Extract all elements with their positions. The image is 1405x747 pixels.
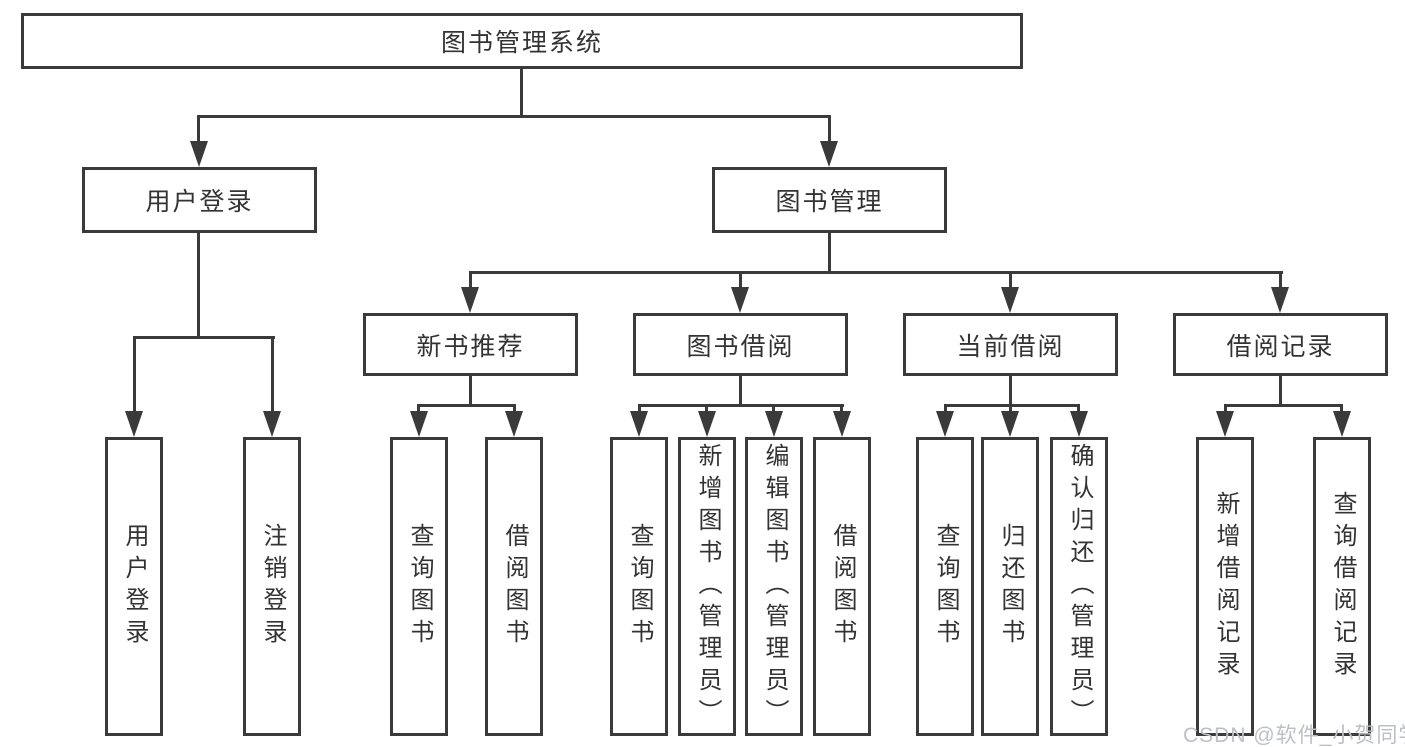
leaf-logout: 注销登录 [243,437,301,736]
node-label: 新书推荐 [416,332,525,361]
connector-tail-node [1009,274,1012,288]
leaf-label: 借阅图书 [829,522,856,651]
leaf-confirm-return-admin: 确认归还（管理员） [1050,437,1108,736]
leaf-label: 查询图书 [406,522,433,651]
arrow-down-icon [731,287,749,313]
connector-tail-leaf [1224,407,1227,412]
arrow-down-icon [505,411,523,437]
leaf-query-books-recommend: 查询图书 [390,437,448,736]
connector-rail [1224,404,1343,407]
leaf-label: 注销登录 [259,522,286,651]
connector-tail-leaf [513,407,516,412]
leaf-add-book-admin: 新增图书（管理员） [678,437,736,736]
leaf-label: 查询图书 [932,522,959,651]
arrow-down-icon [820,141,838,167]
arrow-down-icon [263,411,281,437]
connector-user-login-rail [133,336,275,339]
node-current-borrowing: 当前借阅 [903,313,1118,376]
connector-rail [417,404,516,407]
connector-root-stub [520,69,523,115]
leaf-label: 用户登录 [121,522,148,651]
arrow-down-icon [125,411,143,437]
connector-rail [944,404,1080,407]
arrow-down-icon [410,411,428,437]
node-book-borrowing: 图书借阅 [633,313,848,376]
arrow-down-icon [765,411,783,437]
node-borrowing-records: 借阅记录 [1173,313,1388,376]
node-library-management-system: 图书管理系统 [21,13,1023,69]
connector-tail-leaf [772,407,775,412]
node-label: 图书借阅 [686,332,795,361]
arrow-down-icon [1070,411,1088,437]
node-label: 借阅记录 [1226,332,1335,361]
node-book-management: 图书管理 [712,167,947,233]
leaf-user-login: 用户登录 [105,437,163,736]
watermark: CSDN @软件_小贺同学 [1183,724,1405,747]
arrow-down-icon [936,411,954,437]
connector-stub [1009,376,1012,407]
connector-tail-user-login [197,118,200,142]
node-label: 当前借阅 [956,332,1065,361]
node-label: 图书管理 [775,188,884,216]
arrow-down-icon [190,141,208,167]
leaf-label: 查询借阅记录 [1329,490,1356,683]
leaf-add-borrow-record: 新增借阅记录 [1196,437,1254,736]
connector-tail-leaf [1340,407,1343,412]
arrow-down-icon [698,411,716,437]
connector-stub [739,376,742,407]
node-new-book-recommendation: 新书推荐 [363,313,578,376]
node-user-login: 用户登录 [82,167,317,233]
leaf-query-borrow-record: 查询借阅记录 [1313,437,1371,736]
leaf-return-book: 归还图书 [981,437,1039,736]
connector-tail-book-management [828,118,831,142]
leaf-label: 借阅图书 [501,522,528,651]
connector-tail-leaf [944,407,947,412]
connector-user-login-stub [197,233,200,339]
leaf-label: 编辑图书（管理员） [761,442,788,731]
arrow-down-icon [1001,287,1019,313]
connector-tail-leaf [705,407,708,412]
leaf-query-books-current: 查询图书 [916,437,974,736]
leaf-borrow-books-recommend: 借阅图书 [485,437,543,736]
node-label: 用户登录 [145,188,254,216]
leaf-label: 查询图书 [626,522,653,651]
node-label: 图书管理系统 [440,29,603,57]
arrow-down-icon [1271,287,1289,313]
connector-tail-leaf [133,339,136,412]
leaf-label: 新增图书（管理员） [694,442,721,731]
arrow-down-icon [1216,411,1234,437]
arrow-down-icon [833,411,851,437]
connector-tail-node [739,274,742,288]
arrow-down-icon [1001,411,1019,437]
leaf-borrow-books-borrowing: 借阅图书 [813,437,871,736]
connector-tail-leaf [417,407,420,412]
leaf-query-books-borrowing: 查询图书 [610,437,668,736]
arrow-down-icon [1333,411,1351,437]
connector-tail-leaf [1009,407,1012,412]
arrow-down-icon [630,411,648,437]
connector-tail-leaf [638,407,641,412]
leaf-label: 新增借阅记录 [1212,490,1239,683]
leaf-label: 确认归还（管理员） [1066,442,1093,731]
connector-tail-leaf [840,407,843,412]
connector-tail-leaf [271,339,274,412]
connector-tail-node [469,274,472,288]
connector-stub [1279,376,1282,407]
connector-root-rail [197,115,831,118]
connector-stub [469,376,472,407]
connector-tail-leaf [1077,407,1080,412]
connector-rail [638,404,844,407]
leaf-edit-book-admin: 编辑图书（管理员） [745,437,803,736]
connector-book-management-rail [469,271,1283,274]
leaf-label: 归还图书 [997,522,1024,651]
connector-tail-node [1279,274,1282,288]
arrow-down-icon [461,287,479,313]
connector-book-management-stub [828,233,831,274]
